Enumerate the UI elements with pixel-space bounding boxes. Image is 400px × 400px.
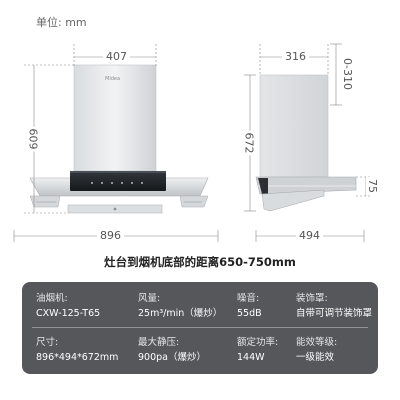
side-base-height-label: 75 xyxy=(366,177,379,195)
front-right-vent xyxy=(179,195,209,208)
front-top-width-label: 407 xyxy=(103,51,130,63)
front-glass-highlight xyxy=(70,171,166,173)
side-glass-front xyxy=(258,178,268,194)
spec-noise: 噪音: 55dB xyxy=(237,292,262,320)
spec-label: 尺寸: xyxy=(36,337,59,348)
spec-energy-grade: 能效等级: 一级能效 xyxy=(296,336,337,364)
spec-model: 油烟机: CXW-125-T65 xyxy=(36,292,100,320)
side-chimney xyxy=(259,74,329,178)
front-left-vent xyxy=(29,195,61,208)
spec-label: 额定功率: xyxy=(237,337,279,348)
spec-size: 尺寸: 896*494*672mm xyxy=(36,336,118,364)
control-buttons xyxy=(90,181,144,185)
front-glass-panel xyxy=(70,171,166,191)
spec-label: 装饰罩: xyxy=(296,293,328,304)
spec-cover: 装饰罩: 自带可调节装饰罩 xyxy=(296,292,372,320)
side-bottom-depth-label: 494 xyxy=(296,230,323,242)
spec-label: 最大静压: xyxy=(138,337,180,348)
product-drawings xyxy=(13,43,372,242)
side-offset-label: 0-310 xyxy=(340,56,354,92)
side-view xyxy=(255,74,357,212)
side-top-depth-label: 316 xyxy=(282,51,309,63)
spec-label: 能效等级: xyxy=(296,337,338,348)
spec-value: 自带可调节装饰罩 xyxy=(296,308,373,319)
front-bottom-width-label: 896 xyxy=(97,230,124,242)
install-distance-caption: 灶台到烟机底部的距离650-750mm xyxy=(104,255,296,269)
brand-logo: Midea xyxy=(105,76,121,82)
spec-label: 油烟机: xyxy=(36,293,68,304)
spec-divider xyxy=(32,327,368,328)
spec-value: CXW-125-T65 xyxy=(36,308,101,319)
spec-value: 一级能效 xyxy=(296,352,335,363)
spec-value: 900pa（爆炒） xyxy=(138,352,206,363)
spec-value: 25m³/min（爆炒） xyxy=(138,308,223,319)
front-height-label: 609 xyxy=(26,126,40,152)
front-view xyxy=(29,64,209,214)
side-total-height-label: 672 xyxy=(242,130,256,156)
unit-label: 单位: mm xyxy=(36,16,87,29)
spec-static-pressure: 最大静压: 900pa（爆炒） xyxy=(138,336,206,364)
spec-value: 144W xyxy=(237,352,265,363)
spec-value: 55dB xyxy=(237,308,262,319)
spec-label: 噪音: xyxy=(237,293,260,304)
spec-value: 896*494*672mm xyxy=(36,352,119,363)
spec-power: 额定功率: 144W xyxy=(237,336,278,364)
front-chimney xyxy=(73,64,157,172)
spec-panel: 油烟机: CXW-125-T65 风量: 25m³/min（爆炒） 噪音: 55… xyxy=(22,282,378,374)
spec-airflow: 风量: 25m³/min（爆炒） xyxy=(138,292,222,320)
spec-label: 风量: xyxy=(138,293,161,304)
side-lower-deflector xyxy=(261,189,325,212)
